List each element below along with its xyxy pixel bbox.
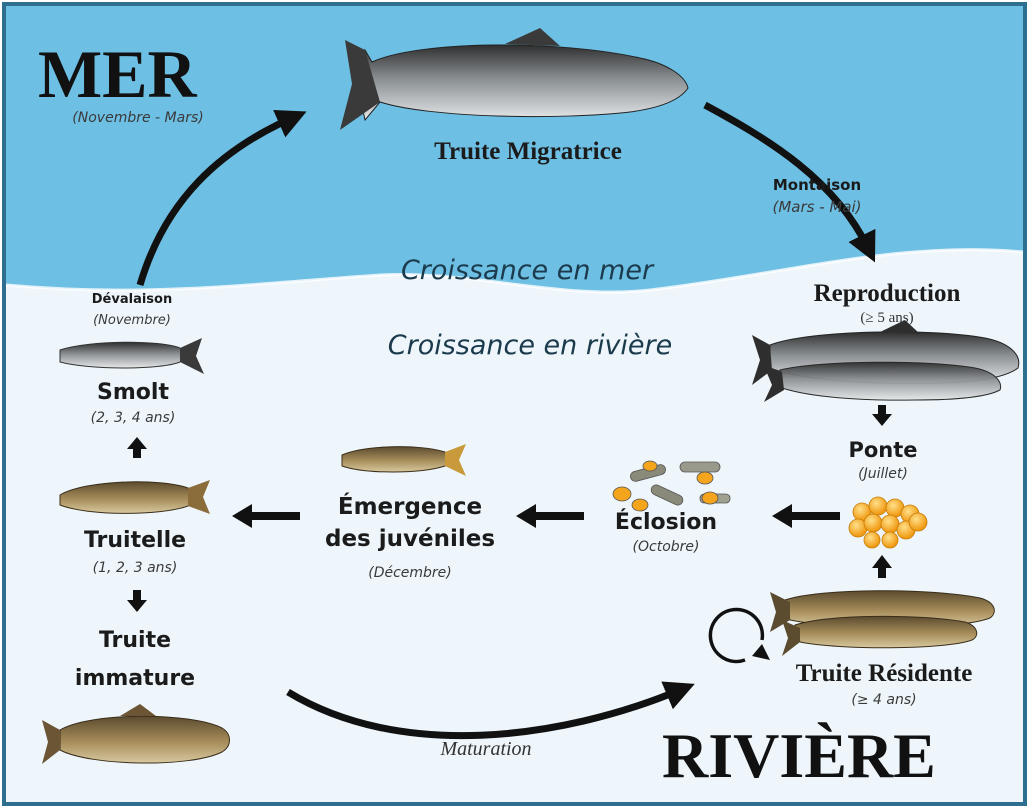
arrow-fry-to-smolt bbox=[127, 437, 147, 458]
arrow-emergence-to-fry bbox=[232, 504, 300, 528]
downstream-period: (Novembre) bbox=[93, 313, 171, 328]
smolt-fish bbox=[59, 338, 204, 374]
upstream-period: (Mars - Mai) bbox=[772, 198, 862, 216]
reproduction-age: (≥ 5 ans) bbox=[860, 310, 914, 326]
sea-title: MER bbox=[38, 36, 197, 112]
resident-loop-arrow bbox=[708, 607, 770, 664]
maturation-label: Maturation bbox=[440, 738, 532, 760]
smolt-label: Smolt bbox=[97, 380, 169, 405]
sea-growth-label: Croissance en mer bbox=[400, 255, 654, 286]
arrow-ponte-to-eclosion bbox=[772, 504, 840, 528]
immature-label-line1: Truite bbox=[98, 628, 172, 653]
immature-label-line2: immature bbox=[74, 666, 196, 691]
downstream-label: Dévalaison bbox=[91, 292, 173, 307]
river-growth-label: Croissance en rivière bbox=[387, 330, 673, 361]
resident-age: (≥ 4 ans) bbox=[851, 692, 917, 708]
resident-label: Truite Résidente bbox=[795, 660, 973, 687]
spawning-label: Ponte bbox=[848, 438, 918, 462]
sea-region bbox=[6, 6, 1023, 293]
reproduction-fish-pair bbox=[752, 320, 1020, 402]
shoreline bbox=[5, 248, 1024, 294]
eggs-cluster bbox=[848, 496, 928, 549]
immature-trout-fish bbox=[42, 704, 230, 764]
hatching-label: Éclosion bbox=[614, 510, 718, 535]
smolt-age: (2, 3, 4 ans) bbox=[90, 410, 176, 426]
arrow-eclosion-to-emergence bbox=[516, 504, 584, 528]
arrow-downstream bbox=[136, 109, 307, 286]
migratory-trout-fish bbox=[340, 28, 689, 130]
juvenile-fish bbox=[341, 444, 466, 476]
migratory-label: Truite Migratrice bbox=[434, 138, 622, 165]
arrow-upstream bbox=[703, 101, 876, 263]
emergence-period: (Décembre) bbox=[368, 565, 452, 581]
river-title: RIVIÈRE bbox=[662, 720, 936, 791]
arrow-fry-to-immature bbox=[127, 590, 147, 612]
fry-label: Truitelle bbox=[83, 528, 187, 553]
arrow-resident-to-ponte bbox=[872, 555, 892, 578]
resident-trout-fish bbox=[770, 590, 995, 656]
upstream-label: Montaison bbox=[772, 176, 862, 194]
sea-period: (Novembre - Mars) bbox=[72, 110, 204, 126]
emergence-label-line1: Émergence bbox=[337, 494, 483, 520]
alevins-group bbox=[612, 460, 731, 512]
arrow-repro-to-ponte bbox=[872, 405, 892, 426]
emergence-label-line2: des juvéniles bbox=[324, 526, 496, 552]
reproduction-label: Reproduction bbox=[813, 280, 961, 307]
fry-age: (1, 2, 3 ans) bbox=[92, 560, 178, 576]
fry-fish bbox=[59, 480, 210, 514]
spawning-period: (Juillet) bbox=[858, 466, 908, 482]
hatching-period: (Octobre) bbox=[632, 539, 700, 555]
arrow-maturation bbox=[286, 681, 695, 740]
